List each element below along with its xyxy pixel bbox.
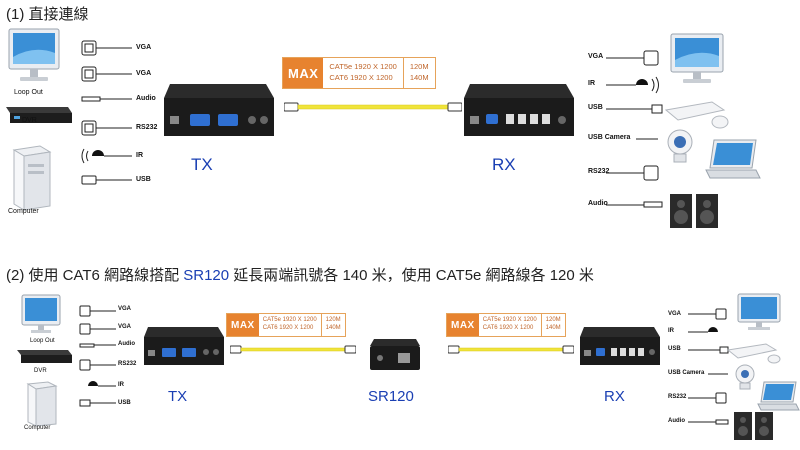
computer-caption: Computer	[8, 208, 39, 215]
dist-cat5e: 120M	[545, 317, 561, 323]
keyboard-mouse-icon	[664, 101, 729, 129]
max-spec-box: MAX CAT5e 1920 X 1200 CAT6 1920 X 1200 1…	[282, 57, 436, 89]
dist-cat5e: 120M	[325, 317, 341, 323]
right-port-lines	[688, 308, 729, 425]
right-port-label-rs232: RS232	[588, 168, 610, 175]
port-label-vga-2: VGA	[136, 70, 152, 77]
dvr-icon	[17, 350, 72, 363]
max-spec-box: MAX CAT5e 1920 X 1200 CAT6 1920 X 1200 1…	[446, 313, 566, 337]
max-distances: 120M 140M	[542, 314, 565, 336]
speakers-icon	[734, 412, 773, 440]
rx-label: RX	[604, 388, 625, 405]
max-tag: MAX	[283, 58, 324, 88]
spec-cat5e: CAT5e 1920 X 1200	[482, 317, 537, 323]
monitor-icon	[737, 293, 781, 330]
max-spec-box: MAX CAT5e 1920 X 1200 CAT6 1920 X 1200 1…	[226, 313, 346, 337]
right-port-label-ir: IR	[588, 80, 595, 87]
section2-title-pre: (2) 使用 CAT6 網路線搭配	[6, 267, 184, 284]
port-label-rs232: RS232	[136, 124, 158, 131]
dist-cat6: 140M	[325, 325, 341, 331]
dvr-icon	[6, 107, 72, 123]
max-tag: MAX	[227, 314, 259, 336]
port-label-audio: Audio	[136, 95, 156, 102]
speakers-icon	[670, 194, 718, 228]
dist-cat6: 140M	[545, 325, 561, 331]
port-label-vga-1: VGA	[118, 306, 132, 312]
spec-cat5e: CAT5e 1920 X 1200	[329, 62, 397, 71]
right-port-label-usb-camera: USB Camera	[588, 134, 631, 141]
sr120-repeater-unit	[370, 339, 420, 370]
tx-extender-unit	[144, 327, 224, 365]
left-port-lines	[81, 40, 132, 185]
laptop-icon	[757, 381, 800, 411]
max-tag: MAX	[447, 314, 479, 336]
port-label-usb: USB	[118, 400, 131, 406]
tx-extender-unit	[164, 84, 274, 136]
network-cable	[448, 345, 574, 354]
left-port-lines	[79, 305, 116, 407]
laptop-icon	[705, 139, 761, 179]
port-label-usb: USB	[136, 176, 151, 183]
dvr-caption: DVR	[34, 368, 47, 374]
network-cable	[230, 345, 356, 354]
right-port-lines	[606, 50, 663, 208]
right-port-label-vga: VGA	[588, 53, 604, 60]
right-port-label-vga: VGA	[668, 311, 682, 317]
loop-out-caption: Loop Out	[14, 89, 43, 96]
right-port-label-ir: IR	[668, 328, 674, 334]
monitor-icon	[8, 28, 60, 81]
port-label-audio: Audio	[118, 341, 135, 347]
spec-cat5e: CAT5e 1920 X 1200	[262, 317, 317, 323]
right-port-label-rs232: RS232	[668, 394, 687, 400]
spec-cat6: CAT6 1920 X 1200	[482, 325, 534, 331]
max-specs: CAT5e 1920 X 1200 CAT6 1920 X 1200	[323, 58, 404, 88]
right-port-label-audio: Audio	[668, 418, 685, 424]
tx-label: TX	[168, 388, 188, 405]
right-port-label-usb-camera: USB Camera	[668, 370, 705, 376]
computer-tower-icon	[26, 381, 58, 427]
right-port-label-usb: USB	[588, 104, 603, 111]
dvr-caption: DVR	[22, 117, 37, 124]
section2-title: (2) 使用 CAT6 網路線搭配 SR120 延長兩端訊號各 140 米，使用…	[6, 264, 594, 285]
max-specs: CAT5e 1920 X 1200 CAT6 1920 X 1200	[259, 314, 322, 336]
section2-title-highlight: SR120	[183, 267, 230, 284]
rx-label: RX	[492, 155, 516, 174]
monitor-icon	[21, 294, 61, 333]
dist-cat5e: 120M	[409, 62, 429, 71]
section2-title-post: 延長兩端訊號各 140 米，使用 CAT5e 網路線各 120 米	[229, 267, 594, 284]
right-port-label-usb: USB	[668, 346, 681, 352]
monitor-icon	[670, 33, 724, 83]
computer-caption: Computer	[24, 425, 51, 431]
usb-camera-icon	[735, 364, 755, 390]
port-label-vga-1: VGA	[136, 44, 152, 51]
port-label-ir: IR	[118, 382, 124, 388]
max-specs: CAT5e 1920 X 1200 CAT6 1920 X 1200	[479, 314, 542, 336]
port-label-rs232: RS232	[118, 361, 137, 367]
right-port-label-audio: Audio	[588, 200, 608, 207]
network-cable	[284, 102, 462, 112]
rx-extender-unit	[464, 84, 574, 136]
port-label-ir: IR	[136, 152, 143, 159]
dist-cat6: 140M	[409, 73, 429, 82]
spec-cat6: CAT6 1920 X 1200	[262, 325, 314, 331]
computer-tower-icon	[12, 145, 52, 211]
keyboard-mouse-icon	[726, 343, 781, 364]
max-distances: 120M 140M	[404, 58, 435, 88]
rx-extender-unit	[580, 327, 660, 365]
port-label-vga-2: VGA	[118, 324, 132, 330]
usb-camera-icon	[667, 129, 693, 163]
sr120-label: SR120	[368, 388, 414, 405]
spec-cat6: CAT6 1920 X 1200	[329, 73, 393, 82]
loop-out-caption: Loop Out	[30, 338, 55, 344]
max-distances: 120M 140M	[322, 314, 345, 336]
tx-label: TX	[191, 155, 213, 174]
section1-title: (1) 直接連線	[6, 6, 89, 23]
